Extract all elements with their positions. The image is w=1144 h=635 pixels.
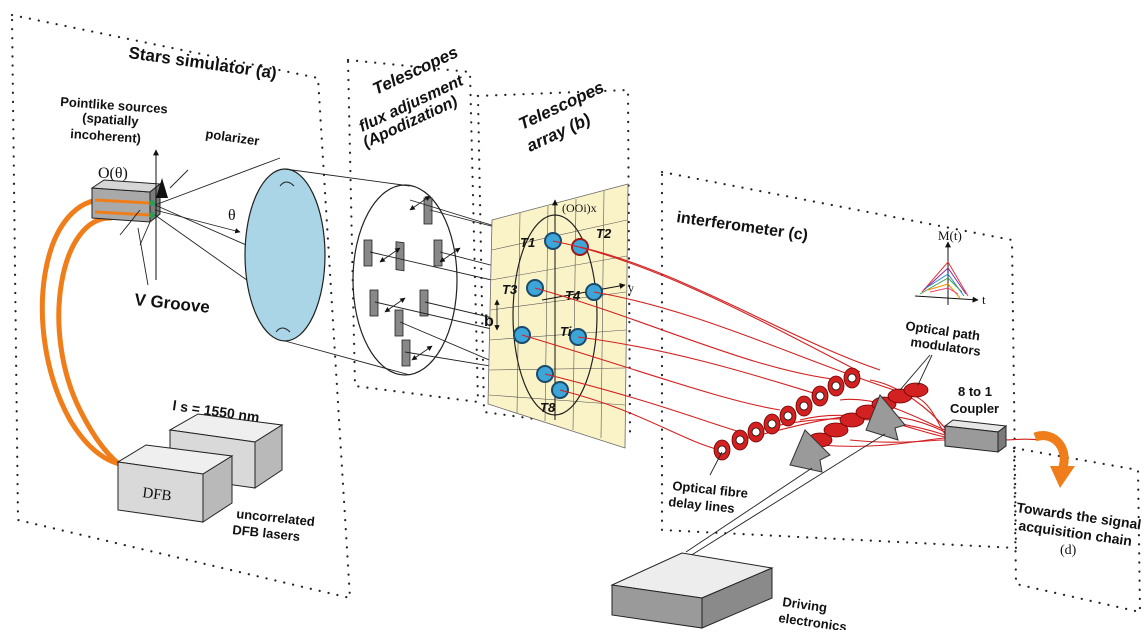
theta-label: θ — [228, 207, 236, 224]
beam-tube-top — [284, 168, 411, 187]
pointlike-label-3: incoherent) — [70, 126, 142, 146]
baseline-b-label: b — [484, 313, 494, 330]
towards-label-d: (d) — [1060, 543, 1077, 558]
driving-label-1: Driving — [782, 594, 828, 615]
driving-electronics-box — [610, 552, 774, 629]
delay-label-2: delay lines — [668, 494, 736, 516]
interferometer-frame — [660, 170, 1018, 550]
telescopes-array-frame — [476, 88, 632, 434]
delay-line-coils — [713, 367, 861, 461]
opm-pointer-2 — [917, 354, 933, 386]
delay-line-dials — [717, 373, 857, 455]
driving-cable-1 — [685, 467, 813, 553]
m-t-label: M(t) — [938, 228, 962, 243]
orange-fibre-1 — [39, 197, 180, 469]
stars-simulator-frame — [10, 13, 352, 600]
o-theta-label: O(θ) — [98, 165, 128, 182]
dfb-label-front: DFB — [142, 485, 173, 504]
apodization-plates — [363, 197, 443, 367]
dfb-laser-front: DFB — [116, 444, 234, 523]
orange-fibre-2 — [56, 215, 141, 478]
axis-x-label: (OOi)x — [562, 201, 597, 215]
v-groove-pointer — [137, 227, 149, 286]
apodization-arrows — [379, 195, 461, 361]
telescope-label-ti: Ti — [560, 324, 572, 339]
pointlike-label-2: (spatially — [82, 110, 140, 129]
beam-tube-bottom — [284, 340, 411, 376]
driving-signal-arrows — [789, 394, 906, 473]
apodization-disc — [352, 184, 461, 376]
orange-curved-arrow — [1033, 431, 1075, 488]
lasers-label-2: DFB lasers — [232, 522, 301, 544]
driving-cable-2 — [689, 433, 886, 557]
v-groove-label: V Groove — [134, 290, 211, 317]
coupler-label-1: 8 to 1 — [958, 384, 992, 399]
opm-pointer-1 — [899, 354, 931, 391]
interferometer-title: interferometer (c) — [675, 209, 809, 244]
telescope-label-t1: T1 — [520, 235, 535, 250]
telescope-label-t2: T2 — [596, 226, 612, 241]
delay-pointer — [709, 451, 723, 476]
telescope-label-t8: T8 — [540, 400, 556, 415]
coupler-label-2: Coupler — [950, 401, 999, 416]
coupler-box — [943, 419, 1008, 453]
collimating-lens — [244, 168, 326, 342]
pointlike-label-1: Pointlike sources — [60, 94, 168, 116]
apodization-frame — [346, 58, 480, 404]
polarizer-label: polarizer — [205, 126, 261, 148]
telescope-label-t3: T3 — [502, 282, 518, 297]
section-a-title: Stars simulator (a) — [127, 43, 277, 83]
polarizer-icon — [156, 178, 168, 198]
modulation-plot-inset — [914, 241, 979, 305]
t-axis-label: t — [982, 292, 986, 307]
axis-y-label: y — [628, 281, 634, 295]
telescope-label-t4: T4 — [565, 288, 581, 303]
telescopes-array-panel — [487, 183, 629, 449]
v-groove-block — [90, 179, 162, 224]
